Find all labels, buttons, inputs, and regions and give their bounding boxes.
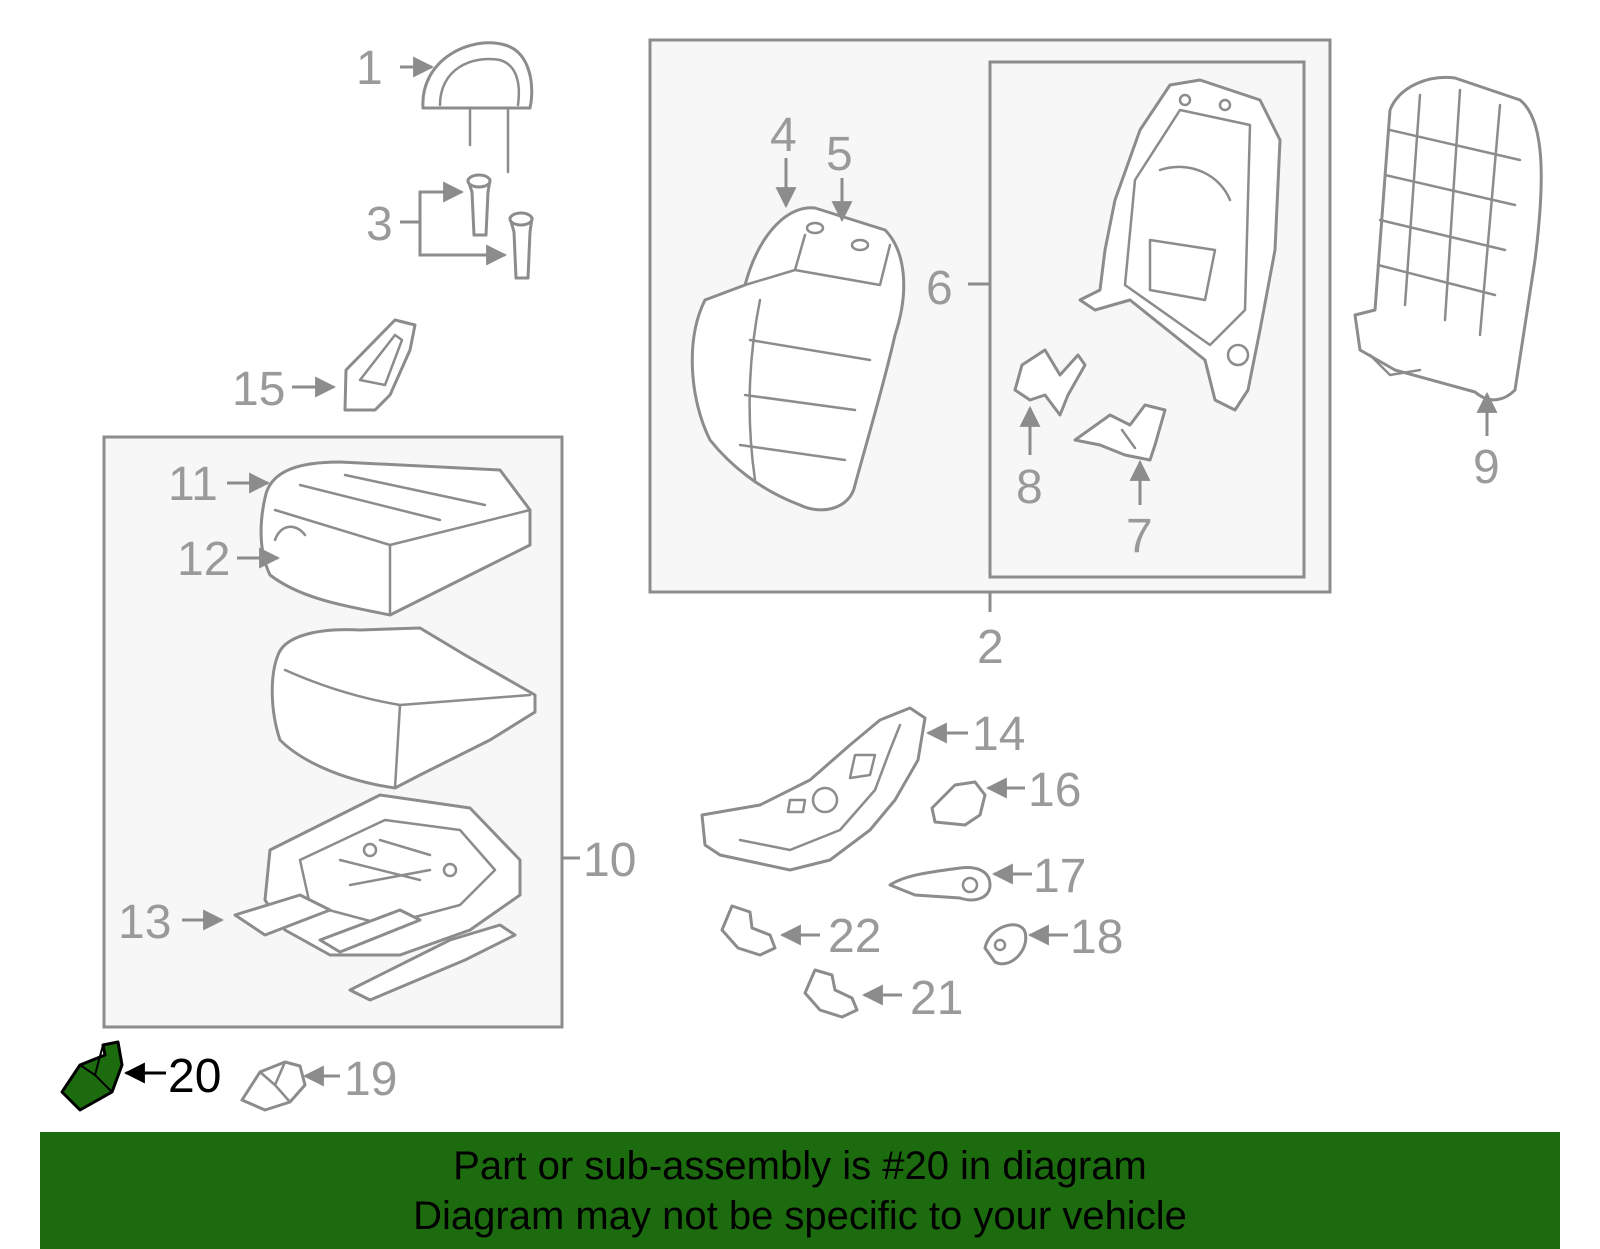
callout-10: 10 <box>583 834 636 887</box>
banner-line-1: Part or sub-assembly is #20 in diagram <box>453 1144 1147 1188</box>
callout-17: 17 <box>1033 850 1086 903</box>
callout-19: 19 <box>344 1053 397 1106</box>
callout-18: 18 <box>1070 911 1123 964</box>
callout-8: 8 <box>1016 461 1043 514</box>
callout-3: 3 <box>366 198 393 251</box>
callout-21: 21 <box>910 972 963 1025</box>
bracket-part-7 <box>1073 403 1167 462</box>
callout-9: 9 <box>1473 441 1500 494</box>
seat-back-cover-part <box>690 206 906 512</box>
headrest-guide-parts <box>466 173 534 280</box>
cover-part-21 <box>803 968 859 1019</box>
callout-11: 11 <box>168 458 218 511</box>
callout-14: 14 <box>972 708 1025 761</box>
handle-part-17 <box>888 866 992 902</box>
callout-4: 4 <box>770 109 797 162</box>
banner-line-2: Diagram may not be specific to your vehi… <box>413 1194 1187 1238</box>
callout-6: 6 <box>926 262 953 315</box>
seat-back-panel-part <box>1353 75 1543 402</box>
side-shield-part <box>700 706 927 872</box>
callout-22: 22 <box>828 910 881 963</box>
headrest-part <box>421 41 534 174</box>
seat-parts-diagram: 1 2 3 4 5 6 7 8 9 10 11 12 13 14 15 16 1… <box>60 38 1543 1112</box>
callout-13: 13 <box>118 896 171 949</box>
callout-12: 12 <box>177 533 230 586</box>
cap-part-18 <box>983 923 1028 966</box>
callout-16: 16 <box>1028 764 1081 817</box>
seat-cushion-pad-part <box>270 626 537 790</box>
seat-cushion-cover-part <box>259 460 532 617</box>
callout-5: 5 <box>826 128 853 181</box>
callout-15: 15 <box>232 363 285 416</box>
info-banner: Part or sub-assembly is #20 in diagram D… <box>40 1132 1560 1249</box>
cover-part-20-highlighted <box>60 1040 124 1112</box>
callout-1: 1 <box>356 42 383 95</box>
callout-20: 20 <box>168 1050 221 1103</box>
knob-part-16 <box>930 780 987 827</box>
bracket-part-8 <box>1013 348 1087 417</box>
callout-7: 7 <box>1126 510 1153 563</box>
seat-back-frame-part <box>1078 78 1282 412</box>
cover-part-22 <box>720 904 777 957</box>
seat-frame-part <box>233 793 522 1002</box>
trim-part-15 <box>343 318 417 412</box>
cover-part-19 <box>240 1060 307 1112</box>
callout-2: 2 <box>977 621 1004 674</box>
